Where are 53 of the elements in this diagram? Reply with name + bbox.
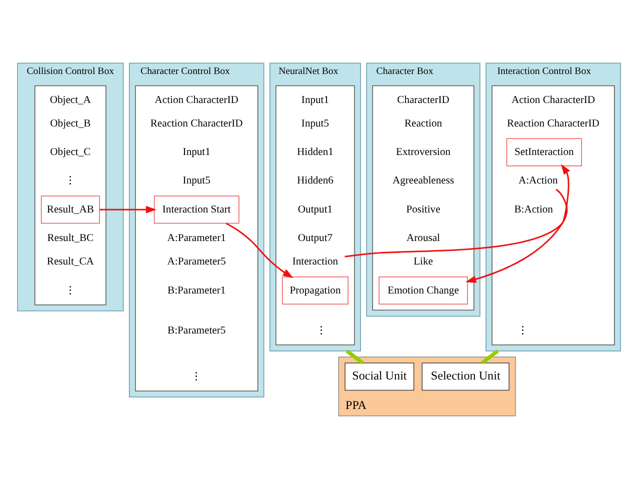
node-text: Object_C bbox=[50, 147, 91, 158]
cluster bbox=[276, 85, 355, 346]
node-text: Output7 bbox=[298, 233, 333, 244]
node-box: Result_AB bbox=[40, 196, 100, 224]
connector bbox=[346, 349, 364, 365]
node-text: Reaction CharacterID bbox=[150, 118, 243, 130]
node-text: Like bbox=[414, 256, 433, 268]
cluster bbox=[372, 85, 474, 311]
node-box: Emotion Change bbox=[378, 276, 468, 304]
node-text: Extroversion bbox=[396, 147, 451, 158]
node-text: Input5 bbox=[301, 118, 330, 130]
cluster bbox=[34, 85, 106, 306]
node-text: ⋮ bbox=[316, 325, 327, 336]
node-text: B:Action bbox=[514, 204, 553, 216]
node-text: Output1 bbox=[298, 204, 333, 216]
node-box: Propagation bbox=[282, 276, 348, 304]
node-text: Hidden6 bbox=[297, 176, 334, 187]
node-text: Result_BC bbox=[47, 233, 94, 244]
node-text: Input1 bbox=[182, 147, 210, 158]
node-text: B:Parameter5 bbox=[168, 325, 226, 336]
node-text: Positive bbox=[406, 204, 440, 216]
node-text: Arousal bbox=[406, 233, 440, 244]
node-text: Hidden1 bbox=[297, 147, 334, 158]
node-text: A:Action bbox=[518, 176, 558, 187]
node-text: Object_B bbox=[50, 118, 91, 130]
node-text: Input1 bbox=[301, 94, 330, 106]
node-text: Input5 bbox=[182, 176, 210, 187]
node-text: ⋮ bbox=[64, 285, 76, 296]
arrow bbox=[226, 222, 294, 278]
node-text: Object_A bbox=[50, 94, 91, 106]
node-box: Interaction Start bbox=[154, 196, 240, 224]
node-box: Selection Unit bbox=[422, 362, 510, 391]
cluster bbox=[135, 85, 258, 392]
node-text: Action CharacterID bbox=[511, 94, 596, 106]
node-text: A:Parameter1 bbox=[167, 233, 226, 244]
node-text: Action CharacterID bbox=[154, 94, 238, 106]
node-text: Result_CA bbox=[46, 256, 94, 268]
node-text: Reaction bbox=[404, 118, 442, 130]
node-text: CharacterID bbox=[397, 94, 450, 106]
connector bbox=[480, 349, 499, 365]
node-text: Reaction CharacterID bbox=[507, 118, 600, 130]
arrow bbox=[100, 206, 156, 214]
node-box: Social Unit bbox=[344, 362, 414, 391]
node-text: Interaction bbox=[292, 256, 338, 268]
node-text: ⋮ bbox=[191, 371, 202, 382]
node-text: ⋮ bbox=[64, 176, 76, 187]
node-box: SetInteraction bbox=[506, 138, 582, 166]
cluster bbox=[492, 85, 615, 346]
arrow bbox=[465, 188, 568, 283]
node-text: B:Parameter1 bbox=[168, 285, 226, 296]
node-text: Agreeableness bbox=[392, 176, 454, 187]
node-text: A:Parameter5 bbox=[167, 256, 226, 268]
node-text: ⋮ bbox=[518, 325, 529, 336]
